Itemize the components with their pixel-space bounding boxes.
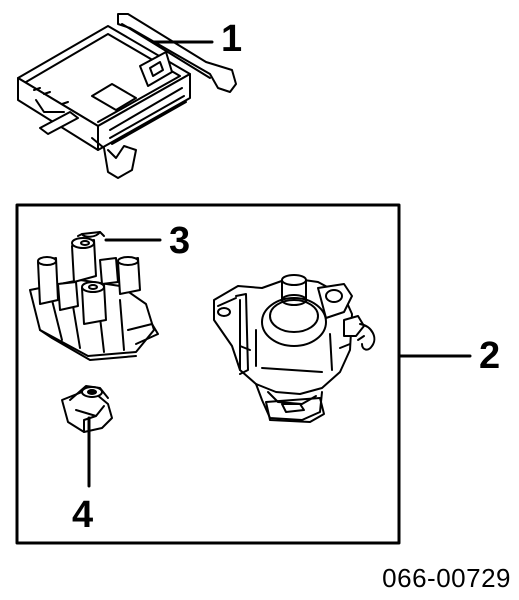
- callout-3: 3: [169, 220, 191, 262]
- callout-2: 2: [479, 335, 501, 377]
- distributor-assembly-icon: [213, 274, 376, 423]
- diagram-code: 066-00729: [382, 563, 511, 593]
- callout-4: 4: [72, 494, 94, 536]
- rotor-icon: [61, 385, 113, 433]
- callout-1: 1: [221, 18, 243, 60]
- control-module-icon: [17, 13, 237, 179]
- assembly-frame: [15, 203, 401, 545]
- distributor-cap-icon: [29, 231, 159, 361]
